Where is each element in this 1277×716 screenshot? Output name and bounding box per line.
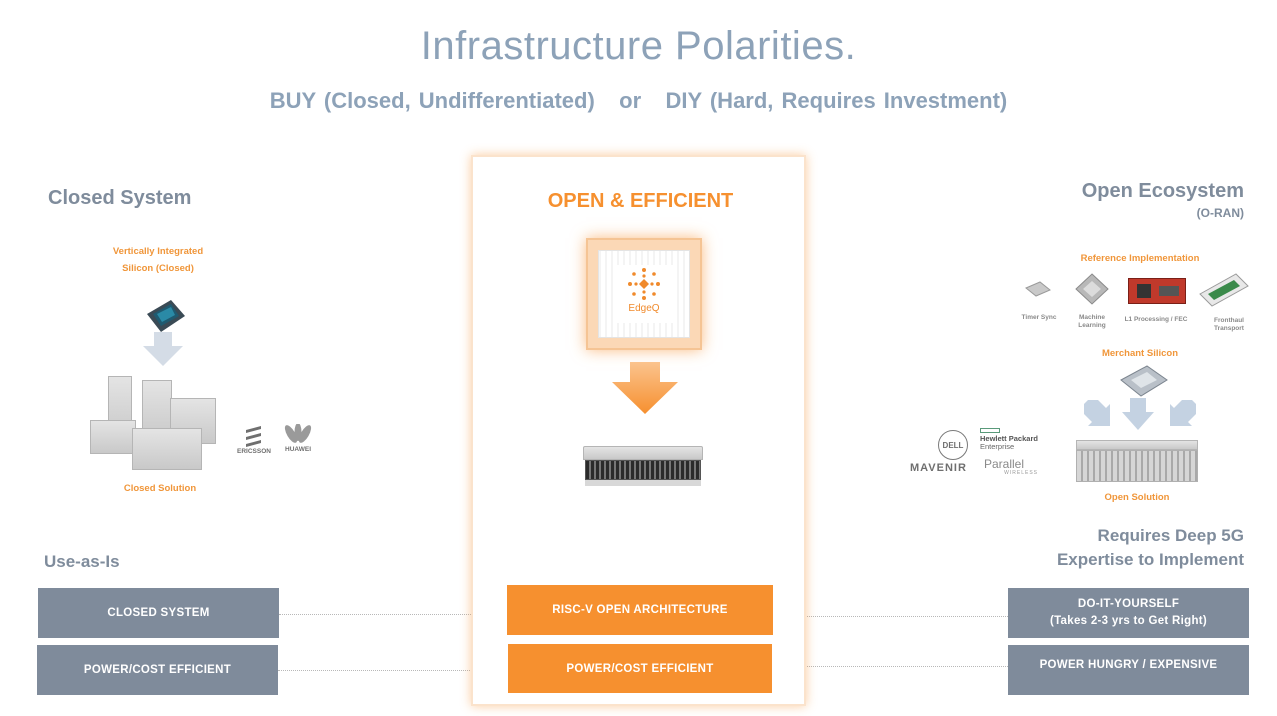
l1-processing-label: L1 Processing / FEC: [1124, 316, 1188, 323]
closed-down-arrow-icon: [143, 332, 183, 371]
power-hungry-box: POWER HUNGRY / EXPENSIVE: [1008, 645, 1249, 695]
vertically-integrated-label: Vertically Integrated Silicon (Closed): [112, 246, 204, 274]
page-title: Infrastructure Polarities.: [420, 24, 857, 68]
dell-logo: DELL: [938, 430, 968, 460]
open-solution-server-image: [1076, 440, 1198, 484]
mavenir-logo: MAVENIR: [910, 462, 967, 474]
page-subtitle: BUY (Closed, Undifferentiated) or DIY (H…: [269, 88, 1008, 113]
closed-silicon-chip-icon: [141, 296, 185, 332]
machine-learning-label: Machine Learning: [1078, 314, 1106, 329]
l1-processing-card-icon: [1128, 278, 1186, 304]
huawei-logo: HUAWEI: [278, 424, 318, 453]
ericsson-logo: ERICSSON: [236, 426, 272, 455]
open-ecosystem-heading: Open Ecosystem: [1081, 180, 1244, 202]
open-solution-label: Open Solution: [1104, 492, 1170, 503]
timer-sync-label: Timer Sync: [1021, 314, 1057, 321]
merchant-arrows-icon: [1082, 398, 1198, 437]
requires-expertise-label: Requires Deep 5G Expertise to Implement: [1056, 526, 1244, 569]
machine-learning-icon: [1074, 272, 1110, 311]
connector-line: [278, 670, 508, 671]
reference-implementation-label: Reference Implementation: [1080, 253, 1200, 264]
center-server-image: [583, 446, 703, 488]
fronthaul-card-icon: [1198, 270, 1250, 315]
parallel-wireless-logo: Parallel WIRELESS: [984, 457, 1038, 476]
left-power-cost-box: POWER/COST EFFICIENT: [37, 645, 278, 695]
center-down-arrow-icon: [612, 362, 678, 419]
open-efficient-heading: OPEN & EFFICIENT: [547, 190, 734, 212]
diy-box: DO-IT-YOURSELF (Takes 2-3 yrs to Get Rig…: [1008, 588, 1249, 638]
center-power-cost-box: POWER/COST EFFICIENT: [508, 644, 772, 693]
connector-line: [279, 614, 507, 615]
hpe-logo: Hewlett Packard Enterprise: [980, 428, 1050, 451]
closed-system-box: CLOSED SYSTEM: [38, 588, 279, 638]
oran-label: (O-RAN): [1196, 206, 1244, 220]
edgeq-chip: EdgeQ: [586, 238, 702, 350]
fronthaul-transport-label: Fronthaul Transport: [1214, 317, 1244, 332]
closed-solution-label: Closed Solution: [123, 483, 197, 494]
use-as-is-label: Use-as-Is: [44, 552, 120, 571]
merchant-silicon-label: Merchant Silicon: [1101, 348, 1178, 359]
connector-line: [772, 666, 1008, 667]
edgeq-logo-icon: [628, 268, 660, 300]
connector-line: [773, 616, 1008, 617]
timer-sync-icon: [1022, 276, 1054, 307]
closed-servers-image: [90, 376, 220, 472]
edgeq-label: EdgeQ: [628, 303, 660, 314]
risc-v-box: RISC-V OPEN ARCHITECTURE: [507, 585, 773, 635]
closed-system-heading: Closed System: [48, 187, 192, 209]
merchant-chip-icon: [1117, 362, 1171, 405]
